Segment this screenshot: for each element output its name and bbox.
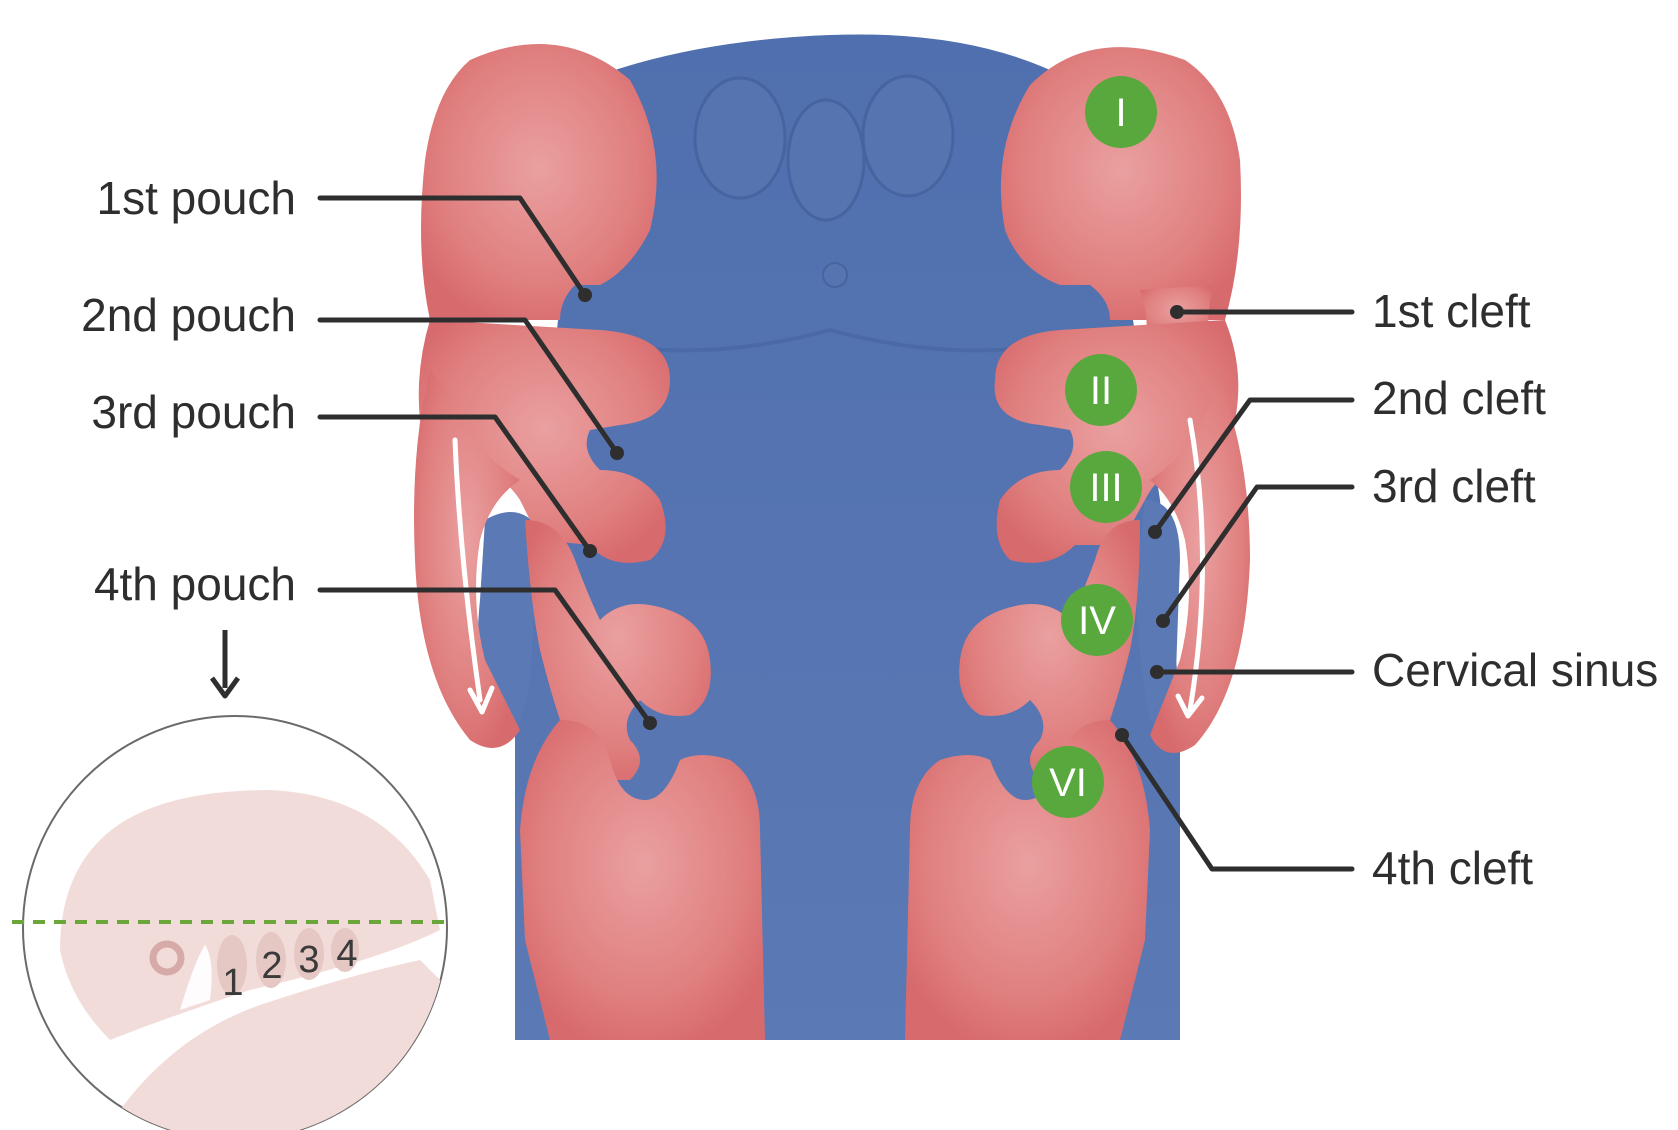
down-arrow-icon — [212, 630, 238, 696]
label-3rd-pouch: 3rd pouch — [91, 386, 296, 438]
inset-number-3: 3 — [298, 939, 319, 981]
label-1st-pouch: 1st pouch — [97, 172, 296, 224]
arch-marker-1: I — [1085, 76, 1157, 148]
left-labels: 1st pouch 2nd pouch 3rd pouch 4th pouch — [81, 172, 296, 610]
label-4th-cleft: 4th cleft — [1372, 842, 1533, 894]
label-2nd-cleft: 2nd cleft — [1372, 372, 1546, 424]
arch-marker-2: II — [1065, 354, 1137, 426]
inset-number-1: 1 — [222, 962, 243, 1004]
label-1st-cleft: 1st cleft — [1372, 285, 1531, 337]
svg-text:I: I — [1115, 91, 1126, 135]
label-cervical-sinus: Cervical sinus — [1372, 644, 1658, 696]
right-labels: 1st cleft 2nd cleft 3rd cleft Cervical s… — [1372, 285, 1658, 894]
inset-number-4: 4 — [336, 933, 357, 975]
svg-text:IV: IV — [1078, 599, 1116, 643]
svg-text:VI: VI — [1049, 761, 1087, 805]
label-2nd-pouch: 2nd pouch — [81, 289, 296, 341]
inset-number-2: 2 — [261, 945, 282, 987]
arch-marker-6: VI — [1032, 746, 1104, 818]
arch-marker-3: III — [1070, 451, 1142, 523]
arch-marker-4: IV — [1061, 584, 1133, 656]
label-3rd-cleft: 3rd cleft — [1372, 460, 1536, 512]
svg-text:III: III — [1089, 466, 1122, 510]
label-4th-pouch: 4th pouch — [94, 558, 296, 610]
svg-text:II: II — [1090, 369, 1112, 413]
embryo-inset: 1 2 3 4 — [12, 716, 460, 1130]
